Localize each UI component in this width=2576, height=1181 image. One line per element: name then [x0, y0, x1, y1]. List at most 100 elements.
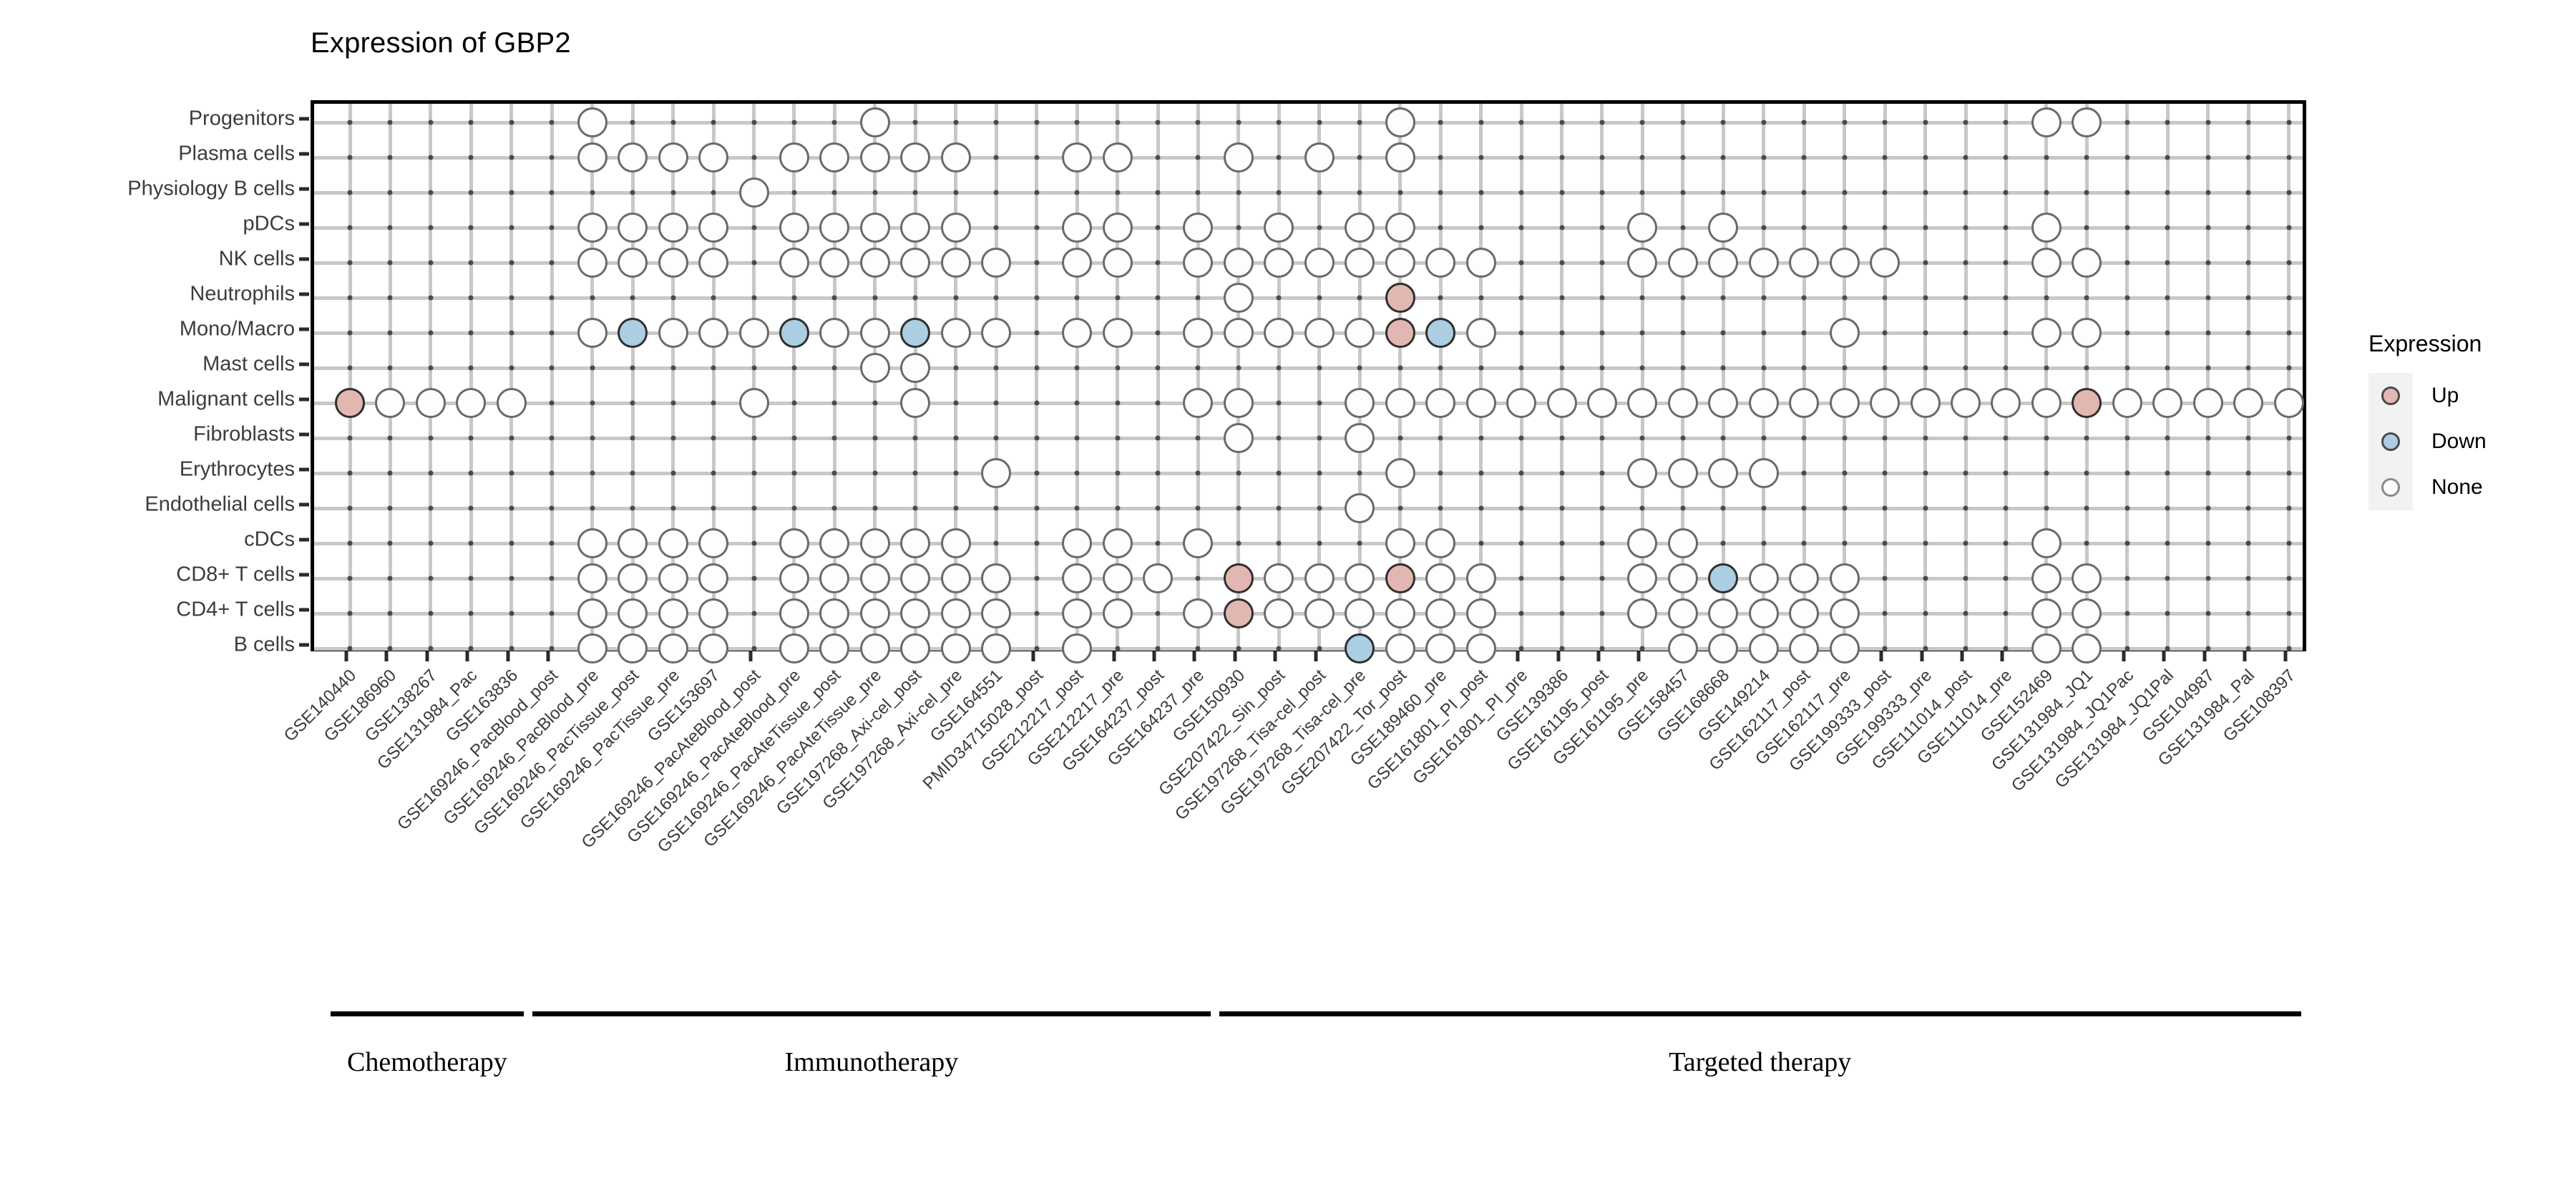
expression-dot[interactable] [1465, 248, 1496, 278]
expression-dot[interactable] [1102, 213, 1133, 243]
expression-dot[interactable] [1667, 633, 1698, 664]
expression-dot[interactable] [1748, 633, 1779, 664]
expression-dot[interactable] [940, 318, 971, 348]
expression-dot[interactable] [1991, 388, 2021, 418]
expression-dot[interactable] [1951, 388, 1981, 418]
expression-dot[interactable] [738, 318, 769, 348]
expression-dot[interactable] [1627, 248, 1658, 278]
expression-dot[interactable] [1425, 388, 1456, 418]
expression-dot[interactable] [900, 248, 931, 278]
expression-dot[interactable] [1748, 598, 1779, 628]
expression-dot[interactable] [1748, 458, 1779, 488]
expression-dot[interactable] [1062, 142, 1093, 172]
expression-dot[interactable] [859, 142, 890, 172]
expression-dot[interactable] [1425, 528, 1456, 558]
expression-dot[interactable] [859, 213, 890, 243]
expression-dot[interactable] [658, 142, 688, 172]
expression-dot[interactable] [940, 213, 971, 243]
expression-dot[interactable] [900, 528, 931, 558]
expression-dot[interactable] [738, 388, 769, 418]
expression-dot[interactable] [1465, 563, 1496, 593]
expression-dot[interactable] [1102, 563, 1133, 593]
expression-dot[interactable] [1708, 248, 1739, 278]
expression-dot[interactable] [1183, 213, 1214, 243]
expression-dot[interactable] [1748, 248, 1779, 278]
expression-dot[interactable] [1627, 213, 1658, 243]
expression-dot[interactable] [1425, 318, 1456, 348]
expression-dot[interactable] [779, 142, 809, 172]
legend-item-up[interactable]: Up [2368, 373, 2487, 419]
expression-dot[interactable] [1385, 107, 1415, 137]
expression-dot[interactable] [1829, 388, 1860, 418]
expression-dot[interactable] [618, 528, 648, 558]
expression-dot[interactable] [900, 563, 931, 593]
expression-dot[interactable] [1183, 388, 1214, 418]
expression-dot[interactable] [1789, 388, 1820, 418]
expression-dot[interactable] [779, 248, 809, 278]
expression-dot[interactable] [1062, 563, 1093, 593]
expression-dot[interactable] [1304, 248, 1335, 278]
expression-dot[interactable] [1425, 598, 1456, 628]
expression-dot[interactable] [1667, 388, 1698, 418]
expression-dot[interactable] [1223, 598, 1254, 628]
expression-dot[interactable] [1062, 248, 1093, 278]
expression-dot[interactable] [1910, 388, 1941, 418]
expression-dot[interactable] [819, 633, 850, 664]
expression-dot[interactable] [1708, 633, 1739, 664]
expression-dot[interactable] [1345, 598, 1375, 628]
expression-dot[interactable] [2072, 248, 2102, 278]
expression-dot[interactable] [1627, 563, 1658, 593]
expression-dot[interactable] [1304, 598, 1335, 628]
expression-dot[interactable] [2072, 598, 2102, 628]
expression-dot[interactable] [940, 142, 971, 172]
expression-dot[interactable] [900, 353, 931, 383]
expression-dot[interactable] [1385, 283, 1415, 313]
expression-dot[interactable] [618, 318, 648, 348]
expression-dot[interactable] [981, 458, 1012, 488]
expression-dot[interactable] [1304, 318, 1335, 348]
expression-dot[interactable] [577, 142, 608, 172]
expression-dot[interactable] [1062, 318, 1093, 348]
expression-dot[interactable] [1627, 388, 1658, 418]
expression-dot[interactable] [1102, 528, 1133, 558]
expression-dot[interactable] [1223, 563, 1254, 593]
expression-dot[interactable] [981, 563, 1012, 593]
expression-dot[interactable] [1264, 318, 1294, 348]
expression-dot[interactable] [1829, 318, 1860, 348]
expression-dot[interactable] [456, 388, 487, 418]
expression-dot[interactable] [1345, 493, 1375, 523]
expression-dot[interactable] [819, 528, 850, 558]
expression-dot[interactable] [577, 318, 608, 348]
expression-dot[interactable] [1829, 563, 1860, 593]
expression-dot[interactable] [779, 318, 809, 348]
expression-dot[interactable] [1667, 458, 1698, 488]
expression-dot[interactable] [496, 388, 527, 418]
expression-dot[interactable] [1345, 248, 1375, 278]
expression-dot[interactable] [2031, 633, 2062, 664]
expression-dot[interactable] [2031, 248, 2062, 278]
expression-dot[interactable] [1385, 528, 1415, 558]
expression-dot[interactable] [859, 563, 890, 593]
expression-dot[interactable] [940, 528, 971, 558]
expression-dot[interactable] [779, 563, 809, 593]
expression-dot[interactable] [698, 528, 729, 558]
expression-dot[interactable] [940, 633, 971, 664]
expression-dot[interactable] [1870, 248, 1901, 278]
expression-dot[interactable] [1223, 388, 1254, 418]
expression-dot[interactable] [1223, 248, 1254, 278]
expression-dot[interactable] [577, 563, 608, 593]
expression-dot[interactable] [1586, 388, 1617, 418]
expression-dot[interactable] [1304, 563, 1335, 593]
expression-dot[interactable] [1748, 388, 1779, 418]
expression-dot[interactable] [900, 213, 931, 243]
expression-dot[interactable] [1264, 213, 1294, 243]
expression-dot[interactable] [2031, 563, 2062, 593]
expression-dot[interactable] [2072, 388, 2102, 418]
expression-dot[interactable] [1708, 213, 1739, 243]
expression-dot[interactable] [1223, 318, 1254, 348]
expression-dot[interactable] [1789, 633, 1820, 664]
expression-dot[interactable] [1425, 248, 1456, 278]
expression-dot[interactable] [940, 248, 971, 278]
expression-dot[interactable] [2072, 318, 2102, 348]
expression-dot[interactable] [779, 528, 809, 558]
